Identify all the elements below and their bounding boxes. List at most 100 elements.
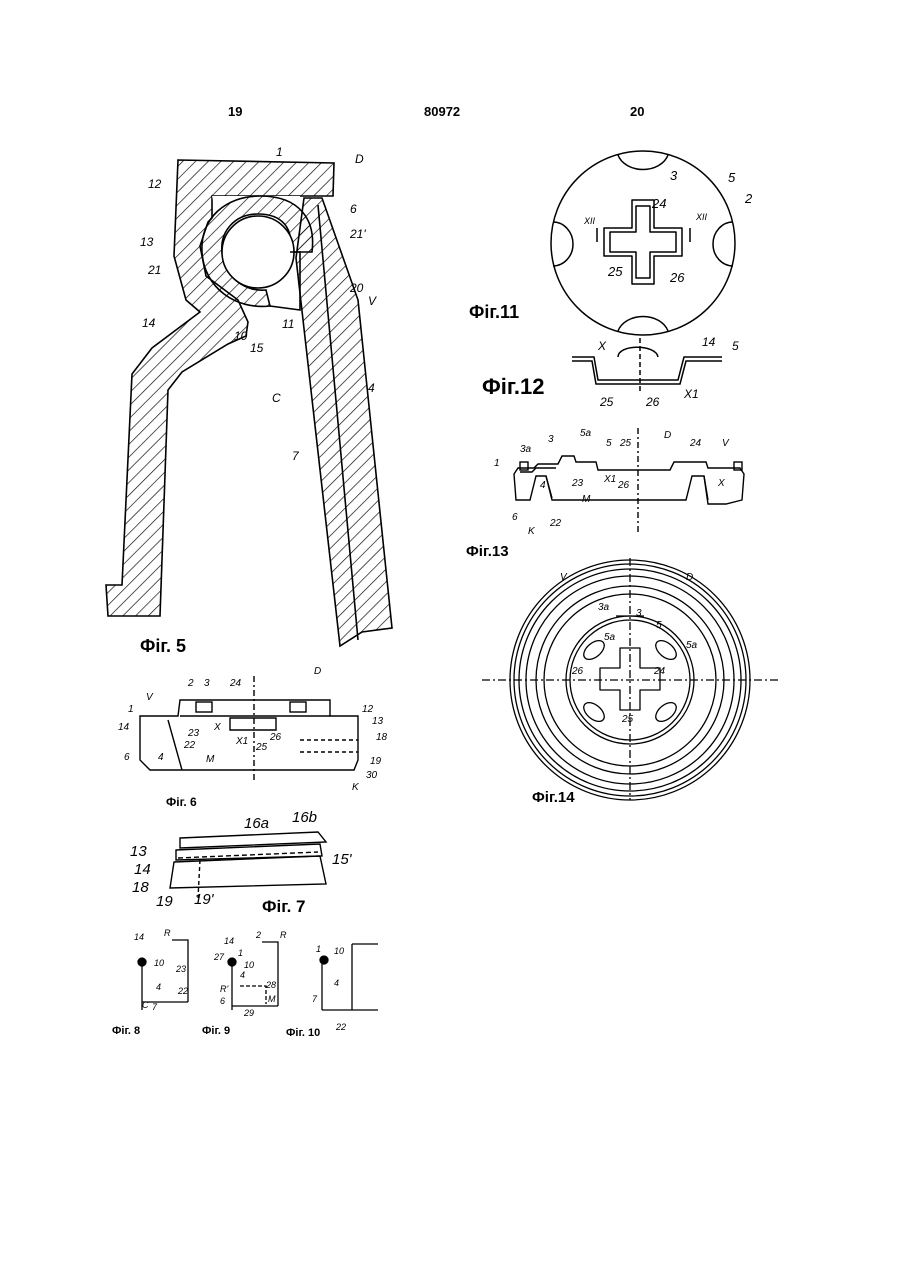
fig11-label: 25: [607, 264, 623, 279]
fig6-label: 1: [128, 704, 134, 715]
fig5-label: 15: [250, 341, 264, 355]
fig11-label: XII: [695, 212, 708, 222]
fig7-caption: Фіг. 7: [262, 897, 306, 916]
figure-14: [482, 558, 780, 800]
fig12-label: X: [597, 339, 607, 353]
fig5-label: 14: [142, 316, 156, 330]
fig13-label: 5a: [580, 428, 592, 439]
fig5-label: 11: [282, 317, 294, 331]
fig7-label: 13: [130, 843, 147, 860]
fig14-label: 24: [653, 666, 666, 677]
figure-10: [320, 944, 378, 1010]
fig9-label: 4: [240, 970, 245, 980]
fig7-label: 14: [134, 861, 151, 878]
fig6-label: 14: [118, 722, 130, 733]
fig12-labels: X 14 5 25 26 X1: [597, 335, 739, 409]
fig9-label: 29: [243, 1008, 254, 1018]
fig13-label: 5: [606, 438, 612, 449]
fig14-label: 5a: [686, 640, 698, 651]
fig6-label: V: [146, 692, 154, 703]
fig10-label: 22: [335, 1022, 346, 1032]
fig10-label: 10: [334, 946, 344, 956]
fig14-label: 3a: [598, 602, 610, 613]
fig6-label: X: [213, 722, 221, 733]
fig14-caption: Фіг.14: [532, 789, 575, 806]
fig5-label: 20: [349, 281, 364, 295]
fig5-label: 21: [147, 263, 161, 277]
fig13-label: 22: [549, 518, 562, 529]
fig13-label: 1: [494, 458, 500, 469]
fig13-label: 24: [689, 438, 702, 449]
fig14-label: D: [686, 572, 693, 583]
fig6-label: 12: [362, 704, 374, 715]
fig10-labels: 1 10 4 7 22: [312, 944, 346, 1032]
fig6-label: 23: [187, 728, 200, 739]
fig10-caption: Фіг. 10: [286, 1027, 320, 1039]
fig6-label: 3: [204, 678, 210, 689]
fig8-label: R: [164, 928, 171, 938]
fig12-label: 26: [645, 395, 660, 409]
fig14-label: 5a: [604, 632, 616, 643]
fig9-label: M: [268, 994, 276, 1004]
fig14-label: 25: [621, 714, 634, 725]
fig6-label: 4: [158, 752, 164, 763]
fig6-caption: Фіг. 6: [166, 795, 197, 809]
fig5-label: 21': [349, 227, 366, 241]
fig13-labels: 3a 3 5a 5 25 D 24 V 1 4 23 X1 26 X 6 M K…: [494, 428, 730, 537]
fig6-label: K: [352, 782, 360, 793]
fig8-caption: Фіг. 8: [112, 1025, 140, 1037]
fig11-label: 24: [651, 196, 666, 211]
fig13-label: K: [528, 526, 536, 537]
fig7-label: 18: [132, 879, 149, 896]
fig6-label: 24: [229, 678, 242, 689]
fig9-labels: 14 2 R 27 1 10 4 R' 28 6 M 29: [213, 930, 287, 1018]
fig8-label: C: [142, 1000, 149, 1010]
fig10-label: 7: [312, 994, 318, 1004]
fig13-caption: Фіг.13: [466, 543, 509, 560]
fig7-label: 15': [332, 851, 353, 868]
fig12-label: X1: [683, 387, 699, 401]
fig5-label: 1: [276, 145, 283, 159]
fig6-label: 2: [187, 678, 194, 689]
fig9-label: 27: [213, 952, 225, 962]
fig5-label: 4: [368, 381, 375, 395]
fig13-label: X: [717, 478, 725, 489]
fig7-label: 16b: [292, 809, 317, 826]
fig11-label: XII: [583, 216, 596, 226]
fig13-label: 3a: [520, 444, 532, 455]
fig9-label: 10: [244, 960, 254, 970]
fig6-label: M: [206, 754, 215, 765]
figure-6: [140, 676, 358, 780]
fig8-label: 14: [134, 932, 144, 942]
figure-11: [551, 151, 735, 335]
fig5-label: D: [355, 152, 364, 166]
fig11-label: 26: [669, 270, 685, 285]
fig9-caption: Фіг. 9: [202, 1025, 230, 1037]
fig6-label: X1: [235, 736, 248, 747]
fig6-label: 26: [269, 732, 282, 743]
fig10-label: 1: [316, 944, 321, 954]
fig12-label: 25: [599, 395, 614, 409]
fig5-caption: Фіг. 5: [140, 636, 186, 656]
fig10-label: 4: [334, 978, 339, 988]
fig6-label: 22: [183, 740, 196, 751]
fig6-label: 6: [124, 752, 130, 763]
fig13-label: 26: [617, 480, 630, 491]
fig6-label: 18: [376, 732, 388, 743]
fig11-label: 3: [670, 168, 678, 183]
fig8-label: 23: [175, 964, 186, 974]
fig13-label: 23: [571, 478, 584, 489]
fig12-label: 5: [732, 339, 739, 353]
fig13-label: 3: [548, 434, 554, 445]
fig5-label: C: [272, 391, 281, 405]
fig5-label: 13: [140, 235, 154, 249]
fig13-label: D: [664, 430, 671, 441]
fig5-label: V: [368, 294, 377, 308]
fig6-label: 13: [372, 716, 384, 727]
fig5-label: 7: [292, 449, 300, 463]
fig6-label: 30: [366, 770, 378, 781]
fig6-label: 25: [255, 742, 268, 753]
fig9-label: 14: [224, 936, 234, 946]
fig5-strip: [296, 198, 392, 646]
fig9-label: R': [220, 984, 228, 994]
